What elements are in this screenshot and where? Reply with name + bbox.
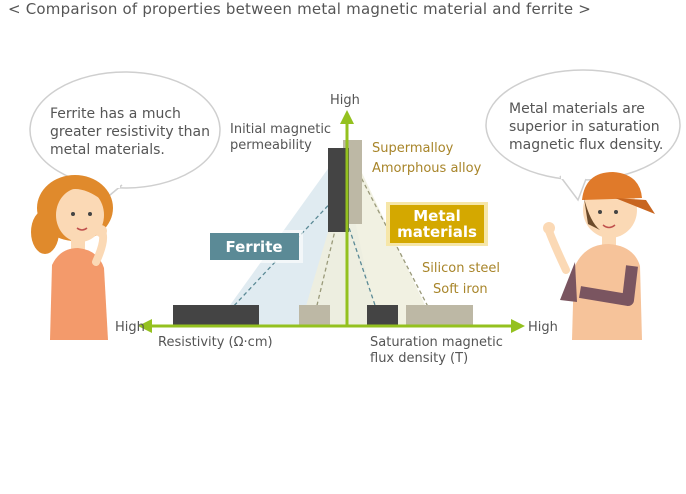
soft-iron-label: Soft iron [433, 282, 488, 297]
supermalloy-label: Supermalloy [372, 141, 454, 156]
ferrite-box [210, 233, 299, 260]
metal-flux-bar [406, 305, 473, 326]
metal-resistivity-bar [299, 305, 330, 326]
vertical-axis-arrow-icon [340, 110, 354, 124]
right-bubble-line1: Metal materials are [509, 101, 645, 117]
amorphous-alloy-label: Amorphous alloy [372, 161, 482, 176]
right-speech-bubble [485, 69, 681, 202]
silicon-steel-label: Silicon steel [422, 261, 500, 276]
ferrite-permeability-bar [328, 148, 349, 232]
vertical-high-label: High [330, 93, 360, 108]
ferrite-box-label: Ferrite [225, 238, 282, 256]
permeability-label-line2: permeability [230, 138, 312, 153]
left-bubble-line1: Ferrite has a much [50, 106, 181, 122]
left-bubble-line3: metal materials. [50, 142, 165, 158]
ferrite-resistivity-bar [173, 305, 259, 326]
flux-label-line2: flux density (T) [370, 351, 468, 366]
metal-box-label-line1: Metal [413, 207, 461, 225]
right-bubble-line3: magnetic flux density. [509, 137, 663, 153]
metal-area [300, 152, 435, 326]
left-axis-arrow-icon [138, 319, 152, 333]
left-high-label: High [115, 320, 145, 335]
girl-character-icon [31, 175, 113, 340]
metal-box-label-line2: materials [397, 223, 477, 241]
permeability-label-line1: Initial magnetic [230, 122, 331, 137]
left-bubble-line2: greater resistivity than [50, 124, 210, 140]
ferrite-flux-bar [367, 305, 398, 326]
diagram-title: < Comparison of properties between metal… [8, 0, 591, 18]
right-axis-arrow-icon [511, 319, 525, 333]
resistivity-label: Resistivity (Ω·cm) [158, 335, 273, 350]
right-high-label: High [528, 320, 558, 335]
flux-label-line1: Saturation magnetic [370, 335, 503, 350]
right-bubble-line2: superior in saturation [509, 119, 660, 135]
boy-character-icon [543, 172, 655, 340]
metal-box [390, 205, 484, 243]
